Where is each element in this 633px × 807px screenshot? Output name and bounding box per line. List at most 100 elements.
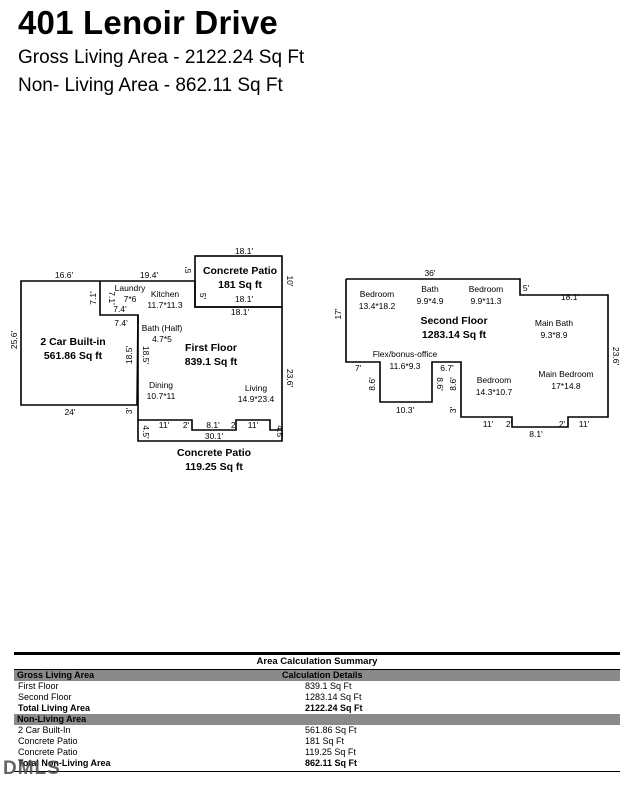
dim-label: 30.1' [205, 431, 224, 441]
dim-label: 18.1' [235, 294, 254, 304]
plan-walls [20, 255, 609, 442]
row-value: 839.1 Sq Ft [305, 681, 352, 691]
room-bath-half-name: Bath (Half) [142, 323, 183, 333]
room-bedroom-2-name: Bedroom [469, 284, 504, 294]
room-living-name: Living [245, 383, 267, 393]
room-bedroom-1-name: Bedroom [360, 289, 395, 299]
room-laundry-size: 7*6 [124, 294, 137, 304]
room-bedroom-1-size: 13.4*18.2 [359, 301, 396, 311]
floor-plan-diagram: 2 Car Built-in 561.86 Sq ft First Floor … [9, 246, 621, 473]
dim-label: 18.1' [231, 307, 250, 317]
row-label: First Floor [18, 681, 59, 691]
dim-label: 10.3' [396, 405, 415, 415]
row-label: Total Non-Living Area [18, 758, 111, 768]
dim-label: 17' [333, 308, 343, 319]
dim-label: 18.1' [235, 246, 254, 256]
room-laundry-name: Laundry [115, 283, 146, 293]
table-row: First Floor 839.1 Sq Ft [14, 681, 620, 692]
room-main-bath-size: 9.3*8.9 [541, 330, 568, 340]
dim-label: 4.5' [275, 425, 285, 439]
room-kitchen-size: 11.7*11.3 [147, 300, 182, 310]
dim-label: 6.7' [440, 363, 454, 373]
dim-label: 7.4' [113, 304, 127, 314]
summary-top-rule [14, 652, 620, 655]
room-bath-half-size: 4.7*5 [152, 334, 172, 344]
table-row: Concrete Patio 119.25 Sq Ft [14, 747, 620, 758]
dim-label: 8.6' [435, 377, 445, 391]
row-value: 2122.24 Sq Ft [305, 703, 363, 713]
dim-label: 10' [285, 275, 295, 286]
garage-name: 2 Car Built-in [40, 336, 105, 348]
dim-label: 16.6' [55, 270, 74, 280]
nla-header: Non-Living Area [17, 714, 87, 724]
dim-label: 2' [506, 419, 513, 429]
dim-label: 19.4' [140, 270, 159, 280]
room-bedroom-3-name: Bedroom [477, 375, 512, 385]
row-label: Concrete Patio [18, 736, 78, 746]
dim-label: 5' [198, 293, 208, 300]
first-floor-area: 839.1 Sq ft [185, 356, 238, 368]
row-value: 119.25 Sq Ft [305, 747, 356, 757]
dim-label: 5' [523, 283, 530, 293]
dim-label: 23.6' [285, 369, 295, 388]
concrete-patio-bottom-outline [137, 420, 283, 442]
row-value: 181 Sq Ft [305, 736, 345, 746]
dim-label: 2' [559, 419, 566, 429]
dim-label: 3' [448, 406, 458, 413]
summary-title: Area Calculation Summary [14, 655, 620, 670]
row-value: 862.11 Sq Ft [305, 758, 358, 768]
patio-top-area: 181 Sq ft [218, 279, 262, 291]
patio-top-name: Concrete Patio [203, 265, 277, 277]
room-main-bedroom-name: Main Bedroom [538, 369, 593, 379]
table-row: 2 Car Built-In 561.86 Sq Ft [14, 725, 620, 736]
room-flex-size: 11.6*9.3 [389, 361, 420, 371]
room-kitchen-name: Kitchen [151, 289, 180, 299]
dim-label: 7' [355, 363, 362, 373]
gla-header-band: Gross Living Area Calculation Details [14, 670, 620, 681]
patio-bottom-area: 119.25 Sq ft [185, 461, 243, 473]
dim-label: 11' [159, 420, 170, 430]
page-title: 401 Lenoir Drive [18, 4, 278, 41]
dim-label: 11' [248, 420, 259, 430]
dim-label: 2' [183, 420, 190, 430]
room-living-size: 14.9*23.4 [238, 394, 275, 404]
gla-header: Gross Living Area [17, 670, 95, 680]
dim-label: 25.6' [9, 331, 19, 350]
row-value: 1283.14 Sq Ft [305, 692, 362, 702]
second-floor-outline [345, 278, 609, 428]
room-dining-name: Dining [149, 380, 173, 390]
room-bedroom-2-size: 9.9*11.3 [470, 296, 501, 306]
dim-label: 3' [124, 407, 134, 414]
room-bath-name: Bath [421, 284, 439, 294]
dim-label: 18.1' [561, 292, 580, 302]
dim-label: 4.5' [141, 425, 151, 439]
total-non-living-row: Total Non-Living Area 862.11 Sq Ft [14, 758, 620, 769]
dim-label: 11' [579, 419, 590, 429]
garage-area: 561.86 Sq ft [44, 350, 103, 362]
dim-label: 7.1' [88, 291, 98, 305]
room-bath-size: 9.9*4.9 [417, 296, 444, 306]
dim-label: 5' [183, 266, 193, 273]
dim-label: 7.1' [107, 291, 117, 305]
non-living-area-subtitle: Non- Living Area - 862.11 Sq Ft [18, 75, 283, 96]
row-label: Second Floor [18, 692, 72, 702]
gross-living-area-subtitle: Gross Living Area - 2122.24 Sq Ft [18, 47, 305, 68]
dim-label: 8.6' [367, 377, 377, 391]
table-row: Second Floor 1283.14 Sq Ft [14, 692, 620, 703]
dim-label: 18.5' [124, 346, 134, 365]
dim-label: 36' [424, 268, 435, 278]
dim-label: 23.6' [611, 347, 621, 366]
room-main-bath-name: Main Bath [535, 318, 574, 328]
calc-details-header: Calculation Details [282, 670, 363, 680]
area-calculation-summary: Area Calculation Summary Gross Living Ar… [14, 652, 620, 772]
summary-bottom-rule [14, 771, 620, 772]
row-value: 561.86 Sq Ft [305, 725, 357, 735]
patio-bottom-name: Concrete Patio [177, 447, 251, 459]
room-main-bedroom-size: 17*14.8 [551, 381, 581, 391]
dmls-logo: DMLS [3, 758, 61, 779]
row-label: Total Living Area [18, 703, 91, 713]
dim-label: 18.5' [141, 346, 151, 365]
room-bedroom-3-size: 14.3*10.7 [476, 387, 513, 397]
concrete-patio-top-outline [194, 255, 283, 308]
dim-label: 8.1' [206, 420, 220, 430]
